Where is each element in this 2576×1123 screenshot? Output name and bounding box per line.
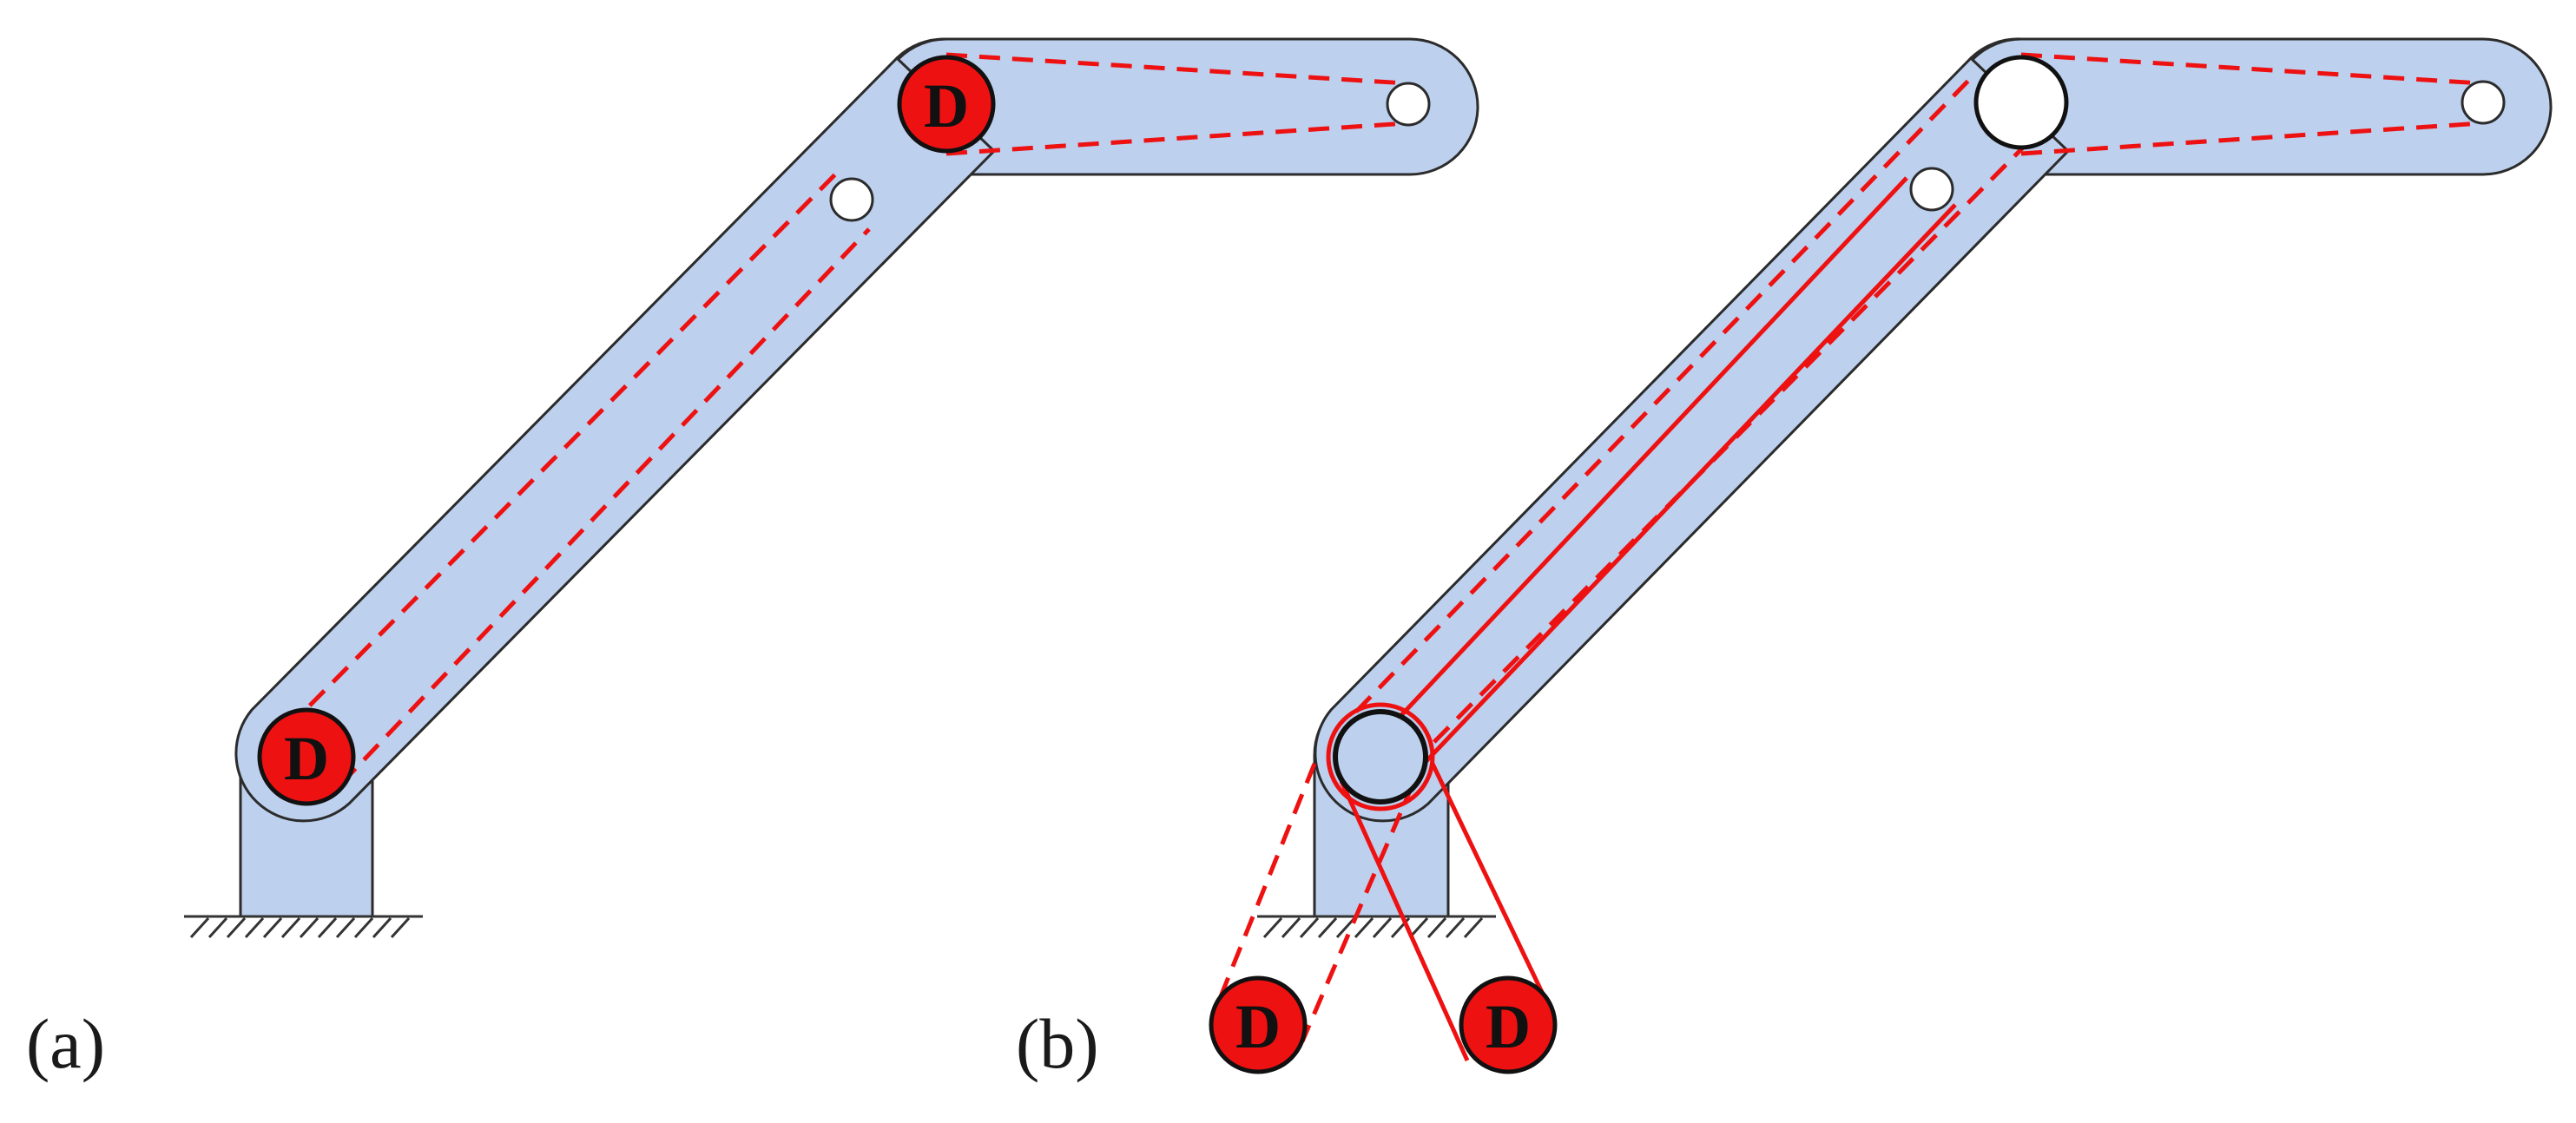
upper-arm-link-a (234, 56, 997, 823)
remote-motor-right-label-b: D (1486, 992, 1531, 1061)
panel-a: D D (a) (26, 37, 1479, 1083)
remote-motor-left-label-b: D (1235, 992, 1281, 1061)
solid-cable-loop-b (1339, 176, 1957, 1062)
remote-motor-right-circle-b (1459, 975, 1558, 1074)
elbow-idler-hole-b (1909, 167, 1954, 212)
remote-motor-left-b: D (1209, 975, 1308, 1074)
elbow-motor-circle-a (897, 55, 996, 154)
elbow-joint-a (895, 37, 947, 60)
elbow-motor-a: D (897, 55, 996, 154)
shoulder-motor-circle-a (257, 707, 356, 806)
elbow-pulley-b (1973, 55, 2069, 150)
wrist-pulley-hole-a (1386, 82, 1431, 127)
shoulder-pulley-outer-b (1326, 702, 1435, 811)
shoulder-motor-label-a: D (284, 724, 329, 793)
ground-a (184, 915, 423, 939)
shoulder-pulley-b (1333, 709, 1428, 804)
remote-motor-left-circle-b (1209, 975, 1308, 1074)
cable-loops-a (285, 52, 1407, 785)
panel-b: D D (b) (1016, 37, 2553, 1083)
elbow-idler-hole-a (829, 177, 874, 222)
elbow-joint-b (1969, 37, 2022, 60)
elbow-motor-label-a: D (924, 71, 969, 141)
shoulder-motor-a: D (257, 707, 356, 806)
panel-label-b: (b) (1016, 1004, 1099, 1083)
remote-motor-right-b: D (1459, 975, 1558, 1074)
wrist-pulley-hole-b (2461, 80, 2506, 125)
panel-label-a: (a) (26, 1004, 105, 1083)
upper-arm-link-b (1314, 56, 2071, 823)
ground-b (1257, 915, 1496, 939)
